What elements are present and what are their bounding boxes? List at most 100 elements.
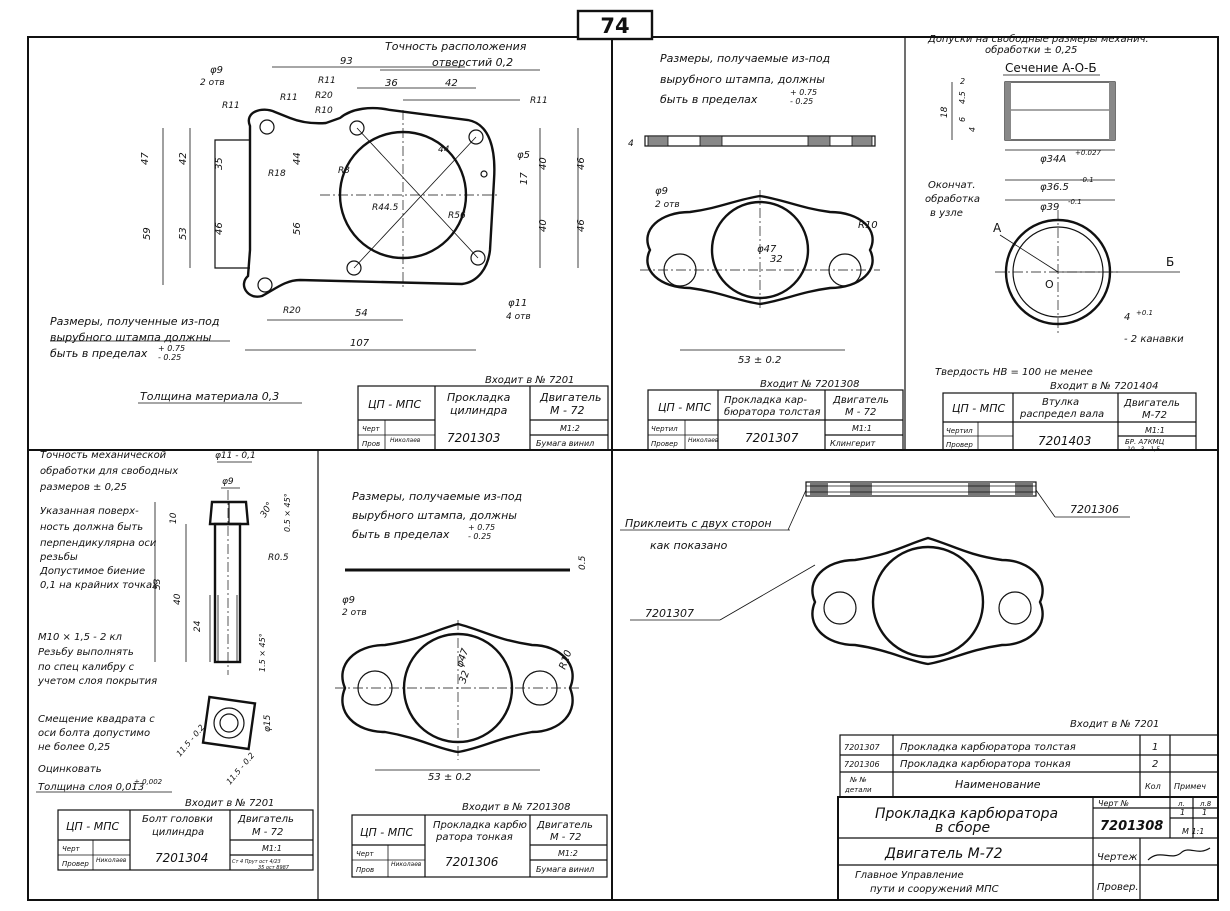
d5-tol-upper: + 0.75 xyxy=(468,523,495,532)
d6-ref-top: 7201306 xyxy=(1070,503,1119,516)
d2-note-line3: быть в пределах xyxy=(660,93,758,106)
main-title-line2: в сборе xyxy=(935,820,990,836)
title-block-thin-carb-gasket: Входит в № 7201308 ЦП - МПС Прокладка ка… xyxy=(351,802,608,878)
dim-radius: R18 xyxy=(268,169,286,179)
tb1-name-line1: Прокладка xyxy=(447,391,511,404)
d4-square-size: 11.5 - 0.2 xyxy=(175,723,207,758)
tb2-scale: М1:1 xyxy=(852,424,872,433)
dim-radius: R3 xyxy=(338,166,350,176)
main-sheet-label: л. xyxy=(1177,800,1185,808)
d3-note-tol-line2: обработки ± 0,25 xyxy=(985,44,1077,56)
dim-radius: R11 xyxy=(222,101,240,111)
tb5-name-line1: Прокладка карбю xyxy=(433,819,527,831)
tb5-enters: Входит в № 7201308 xyxy=(462,802,571,813)
tb5-scale: М1:2 xyxy=(558,849,578,858)
dim-radius: R11 xyxy=(280,93,298,103)
cylinder-gasket-drawing: φ9 2 отв R11 R11 R11 R20 R10 93 36 42 47… xyxy=(50,40,587,404)
tb4-material-grade: 35 ост 8987 xyxy=(258,865,290,871)
main-scale: М 1:1 xyxy=(1182,827,1204,836)
d3-length: 18 xyxy=(940,106,950,118)
d3-outer-dia: φ36.5 xyxy=(1040,182,1069,193)
bolt-head-square-view xyxy=(201,695,257,751)
note-die-tol-lower: - 0.25 xyxy=(158,353,181,362)
d5-thickness: 0.5 xyxy=(578,555,588,570)
thick-carb-gasket-drawing: Размеры, получаемые из-под вырубного шта… xyxy=(628,52,880,366)
spec-row1-name: Прокладка карбюратора толстая xyxy=(900,741,1076,753)
tb4-org: ЦП - МПС xyxy=(66,820,120,833)
note-thickness: Толщина материала 0,3 xyxy=(140,390,279,403)
tb4-engine-line2: М - 72 xyxy=(252,827,283,838)
tb5-name-line2: ратора тонкая xyxy=(435,832,513,843)
d2-radius: R10 xyxy=(858,220,878,231)
d3-section-label: Сечение А-О-Б xyxy=(1005,61,1097,75)
dim-length: 93 xyxy=(340,56,353,67)
tb2-sig-label: Провер xyxy=(651,440,678,448)
tb5-material: Бумага винил xyxy=(536,865,594,874)
d4-thread-length: 24 xyxy=(193,620,203,632)
d2-tol-upper: + 0.75 xyxy=(790,88,817,97)
d4-shank-length: 40 xyxy=(173,593,183,605)
dim-radius: R20 xyxy=(283,306,301,316)
dim-inner: 56 xyxy=(292,222,303,235)
d4-note-shift-line1: Смещение квадрата с xyxy=(38,714,155,725)
tb4-scale: М1:1 xyxy=(262,844,282,853)
main-sheet-number: 1 xyxy=(1180,808,1185,817)
title-block-cylinder-gasket: Входит в № 7201 ЦП - МПС Прокладка цилин… xyxy=(357,375,609,451)
dim-length: 36 xyxy=(385,78,398,89)
d4-note-surface-line3: перпендикулярна оси xyxy=(40,538,157,549)
bolt-hole-3 xyxy=(346,260,362,276)
dim-radius: R11 xyxy=(530,96,548,106)
tb5-sig-name: Николаев xyxy=(391,861,422,868)
d5-note-line3: быть в пределах xyxy=(352,528,450,541)
d2-side-view xyxy=(644,135,876,147)
main-sheets-total: 1 xyxy=(1202,808,1207,817)
mount-hole-2 xyxy=(257,277,273,293)
tb3-sig-label: Провер xyxy=(946,441,973,449)
d2-hole-count: 2 отв xyxy=(655,200,680,210)
d4-head-circle-dia: φ15 xyxy=(263,714,273,732)
d3-groove-count: - 2 канавки xyxy=(1124,334,1184,345)
d3-groove-width: 4 xyxy=(1124,312,1130,323)
tb2-sig-label: Чертил xyxy=(651,425,678,433)
d5-bore-dia: φ47 xyxy=(454,647,471,670)
dim-radius: R11 xyxy=(318,76,336,86)
tb1-scale: М1:2 xyxy=(560,424,580,433)
tb1-enters: Входит в № 7201 xyxy=(485,375,574,386)
d3-finish-line1: Окончат. xyxy=(928,180,976,191)
page-number: 74 xyxy=(600,14,629,38)
tb5-sig-label: Черт xyxy=(356,850,375,858)
assembly-hole-right xyxy=(998,591,1032,625)
note-die-line3: быть в пределах xyxy=(50,347,148,360)
d4-note-shift-line2: оси болта допустимо xyxy=(38,727,150,739)
d6-ref-left: 7201307 xyxy=(645,607,694,620)
d3-groove-dim: 6 xyxy=(958,117,967,122)
tb4-sig-name: Николаев xyxy=(96,857,127,864)
d2-inner-dim: 32 xyxy=(770,254,783,265)
tb5-number: 7201306 xyxy=(445,855,499,869)
dim-height: 40 xyxy=(538,157,549,170)
d5-inner-dim: 32 xyxy=(457,669,472,685)
dim-height: 46 xyxy=(214,222,225,235)
spec-hdr-name: Наименование xyxy=(955,778,1041,791)
page-number-box: 74 xyxy=(576,9,654,41)
d2-tol-lower: - 0.25 xyxy=(790,97,813,106)
d3-section-mark-a: А xyxy=(993,221,1002,235)
dim-height: 46 xyxy=(576,219,587,232)
d4-chamfer-angle: 30° xyxy=(259,501,276,520)
tb4-name-line1: Болт головки xyxy=(142,814,213,825)
tb3-engine-line2: М-72 xyxy=(1142,410,1167,421)
tb4-sig-label: Провер xyxy=(62,860,89,868)
bolt-head-circle xyxy=(213,707,245,739)
dim-hole-dia: φ9 xyxy=(210,65,223,76)
d3-outer-tol: -0.1 xyxy=(1080,176,1094,184)
tb3-scale: М1:1 xyxy=(1145,426,1165,435)
note-die-line1: Размеры, полученные из-под xyxy=(50,315,220,328)
d4-square-size: 11.5 - 0.2 xyxy=(225,751,257,786)
note-accuracy-line2: отверстий 0,2 xyxy=(432,56,513,69)
tb4-material: Ст 4 Прут ост 4/23 xyxy=(232,859,281,865)
tb5-engine-line2: М - 72 xyxy=(550,832,581,843)
title-block-bushing: Входит в № 7201404 ЦП - МПС Втулка распр… xyxy=(942,381,1197,453)
d4-note-surface-line2: ность должна быть xyxy=(40,521,143,533)
d2-gasket-outline xyxy=(646,194,874,306)
